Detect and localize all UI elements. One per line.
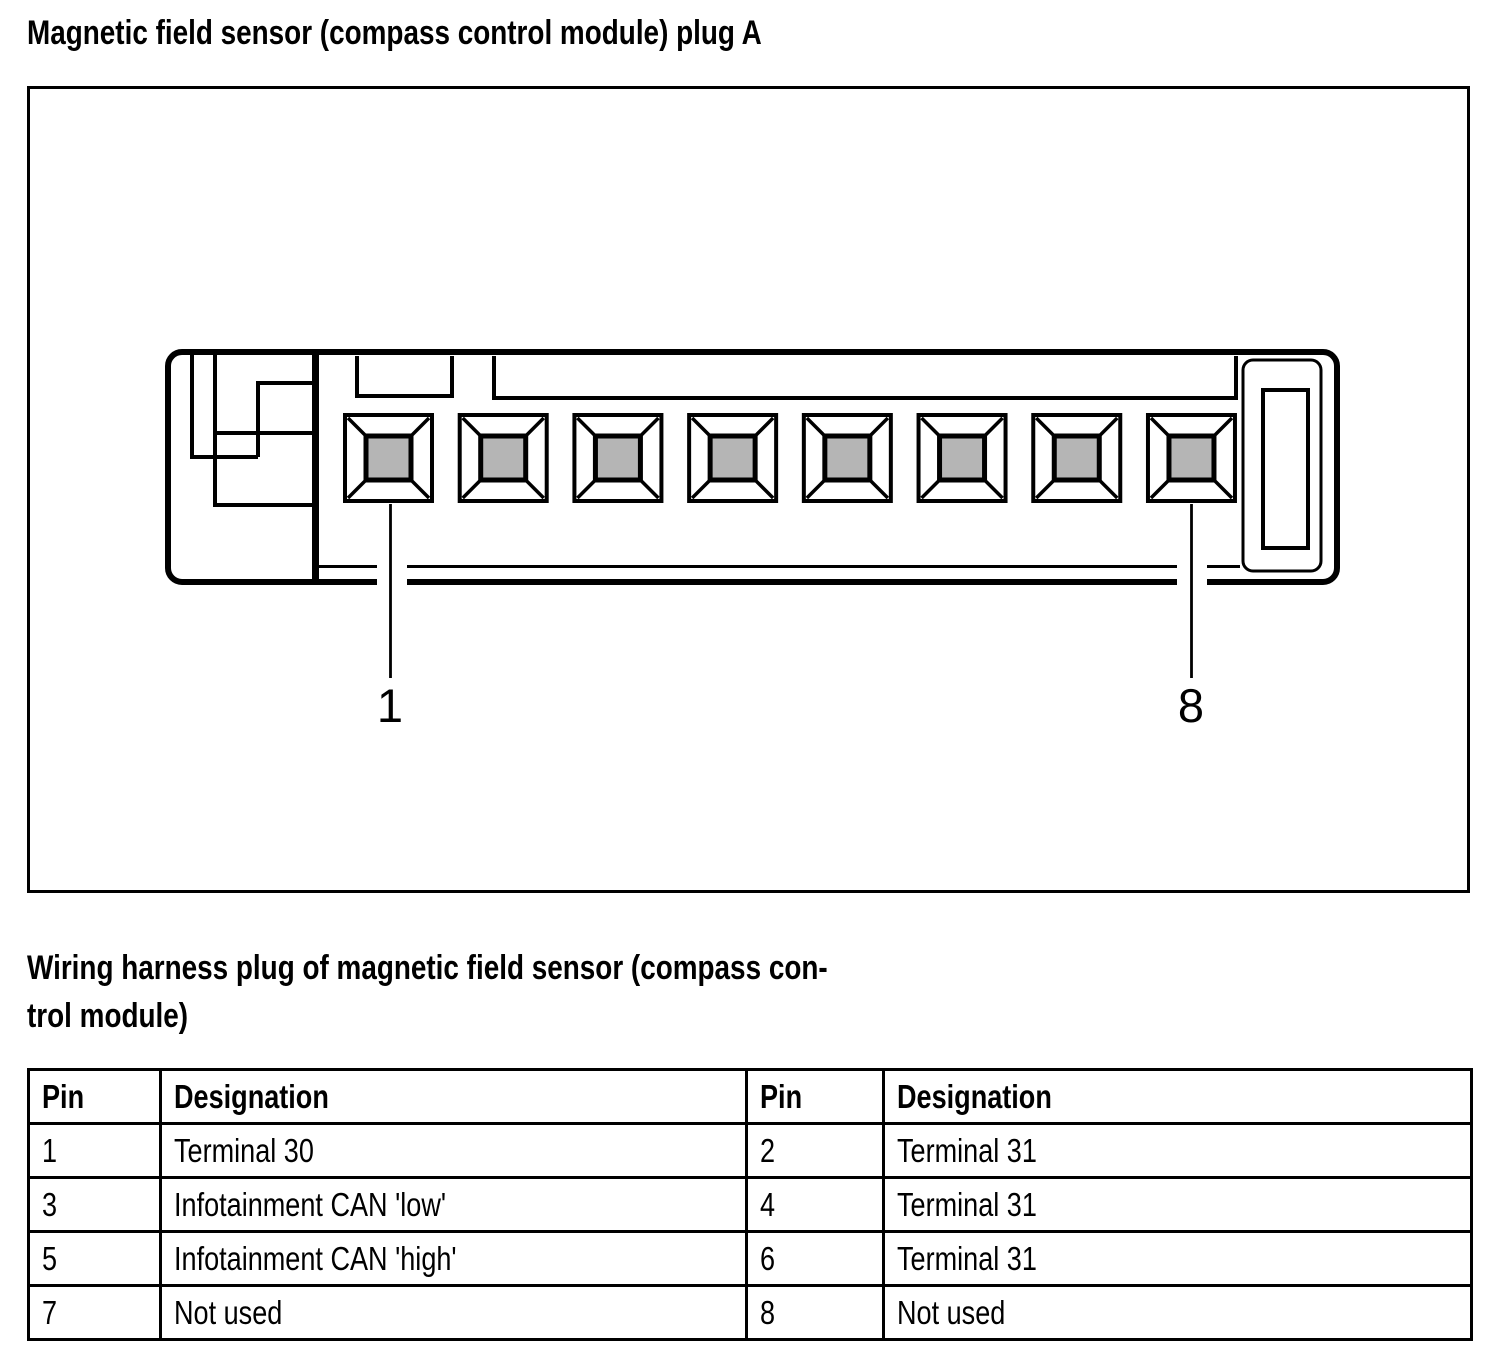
column-header: Pin — [745, 1068, 885, 1125]
table-cell: Terminal 31 — [882, 1230, 1473, 1287]
connector-diagram: 1 8 — [165, 349, 1340, 732]
connector-figure-frame: 1 8 — [27, 86, 1470, 893]
table-cell: Terminal 30 — [159, 1122, 748, 1179]
border-gap-left — [377, 561, 407, 589]
keying-maze — [190, 355, 313, 507]
table-cell: Infotainment CAN 'high' — [159, 1230, 748, 1287]
table-cell: 2 — [745, 1122, 885, 1179]
column-header: Designation — [159, 1068, 748, 1125]
pin-contact — [363, 433, 414, 483]
pin1-number-label: 1 — [377, 679, 403, 732]
table-cell: 7 — [27, 1284, 162, 1341]
table-cell: 5 — [27, 1230, 162, 1287]
pin-row — [343, 413, 1237, 503]
pin-cavity — [343, 413, 434, 503]
pin-cavity — [457, 413, 549, 503]
pin-cavity — [687, 413, 779, 503]
pin-contact — [478, 433, 529, 483]
pin-contact — [1166, 433, 1217, 483]
table-cell: 8 — [745, 1284, 885, 1341]
pin8-number-label: 8 — [1178, 679, 1204, 732]
top-latch-small — [355, 356, 454, 398]
pin-cavity — [801, 413, 893, 503]
end-cap-slot — [1261, 388, 1310, 550]
table-cell: Terminal 31 — [882, 1122, 1473, 1179]
pin-cavity — [572, 413, 664, 503]
table-cell: 4 — [745, 1176, 885, 1233]
pin-cavity — [1145, 413, 1237, 503]
end-cap-outline — [1241, 358, 1323, 573]
column-header: Designation — [882, 1068, 1473, 1125]
table-cell: Not used — [882, 1284, 1473, 1341]
table-cell: Terminal 31 — [882, 1176, 1473, 1233]
pin-contact — [937, 433, 988, 483]
column-header: Pin — [27, 1068, 162, 1125]
table-cell: Infotainment CAN 'low' — [159, 1176, 748, 1233]
table-cell: 6 — [745, 1230, 885, 1287]
pin-contact — [592, 433, 643, 483]
table-cell: 3 — [27, 1176, 162, 1233]
pin-contact — [707, 433, 758, 483]
pin-contact — [822, 433, 873, 483]
table-cell: Not used — [159, 1284, 748, 1341]
page-title: Magnetic field sensor (compass control m… — [27, 14, 762, 52]
table-cell: 1 — [27, 1122, 162, 1179]
figure-caption: Wiring harness plug of magnetic field se… — [27, 949, 828, 1035]
pin-contact — [1051, 433, 1102, 483]
pin-cavity — [1031, 413, 1123, 503]
pin-cavity — [916, 413, 1008, 503]
top-latch-long — [492, 356, 1238, 400]
